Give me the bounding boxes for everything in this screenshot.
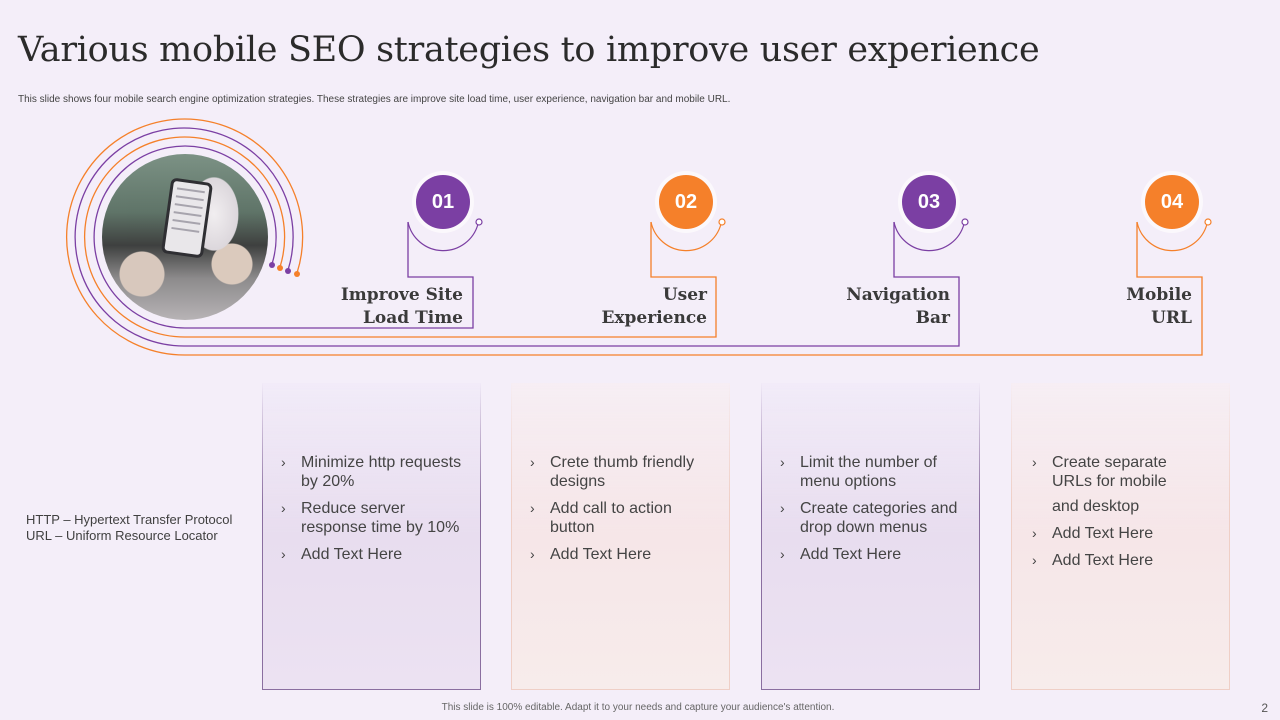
- chevron-right-icon: ›: [780, 546, 785, 562]
- step-number-03: 03: [902, 175, 956, 229]
- chevron-right-icon: ›: [780, 454, 785, 470]
- phone-illustration: [160, 177, 214, 259]
- bullet-item: ›Reduce server response time by 10%: [281, 500, 460, 536]
- chevron-right-icon: ›: [530, 546, 535, 562]
- arc-line-1: [93, 145, 474, 329]
- bullet-item: ›Add call to action button: [530, 500, 672, 536]
- bullet-item: ›Crete thumb friendly designs: [530, 454, 695, 490]
- chevron-right-icon: ›: [281, 500, 286, 516]
- chevron-right-icon: ›: [780, 500, 785, 516]
- arc-line-3: [74, 127, 960, 347]
- slide-subtitle: This slide shows four mobile search engi…: [18, 94, 731, 105]
- card-site-load-time: ›Minimize http requests by 20% ›Reduce s…: [262, 383, 481, 690]
- bullet-item: ›Minimize http requests by 20%: [281, 454, 462, 490]
- chevron-right-icon: ›: [530, 454, 535, 470]
- bullet-item: ›Limit the number of menu options: [780, 454, 937, 490]
- arc-line-4: [66, 118, 1203, 356]
- chevron-right-icon: ›: [1032, 454, 1037, 470]
- slide-title: Various mobile SEO strategies to improve…: [18, 30, 1040, 70]
- chevron-right-icon: ›: [281, 454, 286, 470]
- arc-line-2: [83, 136, 717, 338]
- card-user-experience: ›Crete thumb friendly designs ›Add call …: [511, 383, 730, 690]
- bullet-item: ›Add Text Here: [780, 546, 902, 563]
- step-number-04: 04: [1145, 175, 1199, 229]
- bullet-item: ›Add Text Here: [1032, 525, 1154, 542]
- bullet-item: ›Add Text Here: [281, 546, 403, 563]
- abbreviation-note: HTTP – Hypertext Transfer Protocol URL –…: [26, 512, 233, 543]
- step-number-01: 01: [416, 175, 470, 229]
- arc-end-dots: [269, 262, 300, 277]
- bullet-item: ›Add Text Here: [1032, 552, 1154, 569]
- page-number: 2: [1261, 701, 1268, 715]
- chevron-right-icon: ›: [1032, 525, 1037, 541]
- chevron-right-icon: ›: [530, 500, 535, 516]
- bullet-item: ›Create categories and drop down menus: [780, 500, 958, 536]
- card-navigation-bar: ›Limit the number of menu options ›Creat…: [761, 383, 980, 690]
- step-number-02: 02: [659, 175, 713, 229]
- slide-footer: This slide is 100% editable. Adapt it to…: [441, 702, 835, 713]
- bullet-item: ›Add Text Here: [530, 546, 652, 563]
- card-mobile-url: ›Create separate URLs for mobile and des…: [1011, 383, 1230, 690]
- bullet-continuation: and desktop: [1052, 498, 1140, 515]
- bullet-item: ›Create separate URLs for mobile: [1032, 454, 1167, 490]
- smartphone-photo: [102, 154, 268, 320]
- chevron-right-icon: ›: [281, 546, 286, 562]
- chevron-right-icon: ›: [1032, 552, 1037, 568]
